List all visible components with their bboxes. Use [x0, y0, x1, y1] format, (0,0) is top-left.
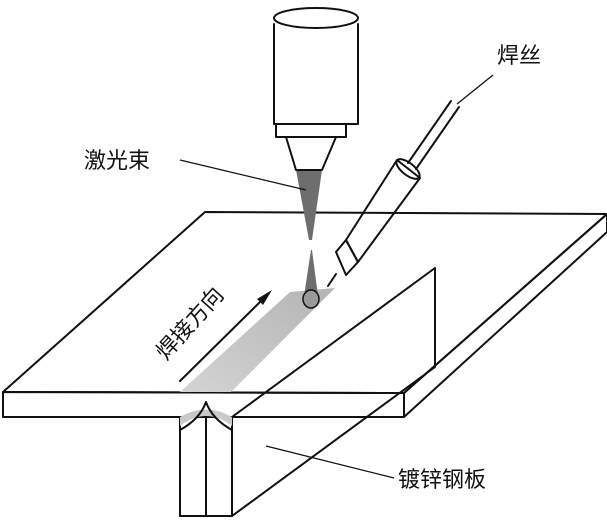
filler-wire-label: 焊丝: [497, 44, 541, 69]
horizontal-steel-plate: [2, 211, 607, 418]
molten-pool: [302, 289, 320, 309]
laser-head: [273, 7, 359, 171]
welding-direction-arrow: [179, 290, 272, 382]
filler-wire-nozzle: [327, 100, 460, 287]
laser-beam-leader: [179, 159, 307, 191]
weld-seam: [179, 288, 335, 431]
laser-beam-label: 激光束: [84, 149, 150, 174]
laser-beam: [296, 170, 322, 309]
galvanized-steel-label: 镀锌钢板: [398, 468, 486, 493]
galvanized-steel-leader: [265, 445, 395, 479]
welding-direction-label: 焊接方向: [152, 283, 229, 365]
filler-wire-leader: [456, 74, 494, 105]
